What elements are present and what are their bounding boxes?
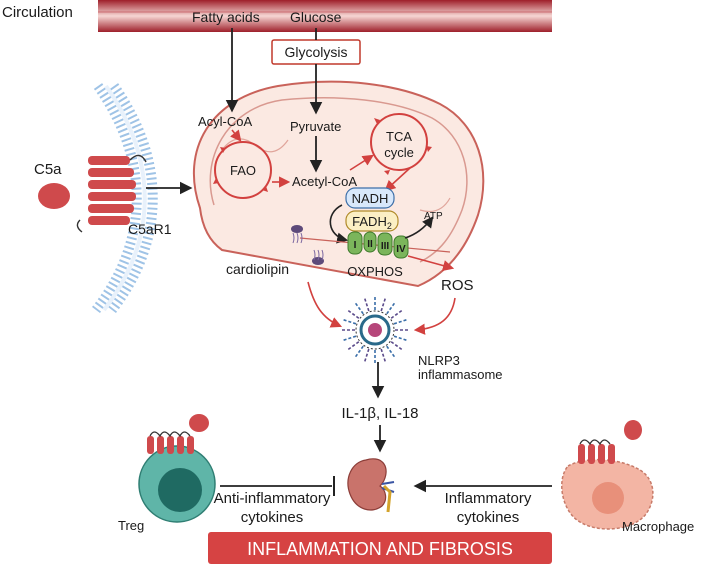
fatty-acids-label: Fatty acids [192,9,260,25]
nadh-box [345,187,395,209]
cell-membrane [92,83,158,314]
c5a-ligand-icon [38,183,70,209]
inflammasome-spike [390,341,403,351]
inflammasome-spike [393,335,408,342]
inflammasome-spike [386,345,396,358]
oxphos-to-ros-arrow [407,255,455,272]
inflammasome-spike [386,302,396,315]
inflammasome-spike [363,297,370,312]
electron-curve-arrow [329,204,349,244]
inflammasome-spike [390,309,403,319]
oxphos-complexes [299,231,451,259]
banner-label: INFLAMMATION AND FIBROSIS [247,539,513,559]
complex-4-label: IV [396,244,406,255]
cardiolipin-icon [291,225,324,265]
c5a-label: C5a [34,161,62,178]
inflammasome-spike [363,348,370,363]
treg-label: Treg [118,518,144,533]
tca-label-line1: TCA [386,129,412,144]
inflammasome-spike [342,335,357,342]
circulation-label: Circulation [2,4,73,21]
acyl-coa-label: Acyl-CoA [198,114,253,129]
inflammatory-label-line1: Inflammatory [445,490,532,507]
acetyl-coa-label: Acetyl-CoA [292,174,357,189]
inflammasome-spike [393,318,408,325]
anti-inflammatory-label-line2: cytokines [241,509,304,526]
nadh-label: NADH [352,191,389,206]
circulation-vessel [98,0,552,32]
glucose-label: Glucose [290,9,342,25]
acetyl-to-tca-arrow [349,154,374,171]
atp-label: ATP [424,211,443,222]
fadh2-box [345,210,399,232]
nlrp3-label-line2: inflammasome [418,367,503,382]
c5ar1-receptor-icon [76,154,147,233]
fadh2-label: FADH2 [352,214,392,231]
anti-inflammatory-label-line1: Anti-inflammatory [214,490,331,507]
inflammasome-spike [347,341,360,351]
macrophage-cell-icon [561,420,654,530]
nlrp3-inflammasome-icon [341,296,409,364]
complex-3-label: III [381,241,390,252]
inflammasome-spike [347,309,360,319]
inflammasome-spike [354,302,364,315]
tca-to-nadh-arrow [384,167,411,192]
inflammatory-label-line2: cytokines [457,509,520,526]
fao-label: FAO [230,163,256,178]
complex-1-label: I [354,240,357,251]
c5ar1-label: C5aR1 [128,221,172,237]
ros-label: ROS [441,277,474,294]
nlrp3-label-line1: NLRP3 [418,353,460,368]
inflammasome-spike [354,345,364,358]
ros-to-nlrp3-arrow [413,297,456,335]
fao-cycle [213,141,272,199]
pyruvate-label: Pyruvate [290,119,341,134]
inflammasome-spike [380,348,387,363]
tca-cycle [370,113,432,175]
inflammasome-spike [342,318,357,325]
treg-cell-icon [138,414,216,523]
cardiolipin-to-nlrp3-arrow [307,281,343,328]
acyl-to-fao-arrow [230,129,242,142]
glycolysis-label: Glycolysis [284,44,347,60]
complex-2-label: II [367,239,373,250]
il-label: IL-1β, IL-18 [342,405,419,422]
inflammasome-spike [380,297,387,312]
kidney-icon [347,458,395,513]
oxphos-label: OXPHOS [347,264,403,279]
inflammation-fibrosis-banner [208,532,552,564]
atp-arrow [404,216,434,239]
macrophage-label: Macrophage [622,519,694,534]
cardiolipin-label: cardiolipin [226,261,289,277]
tca-label-line2: cycle [384,145,414,160]
